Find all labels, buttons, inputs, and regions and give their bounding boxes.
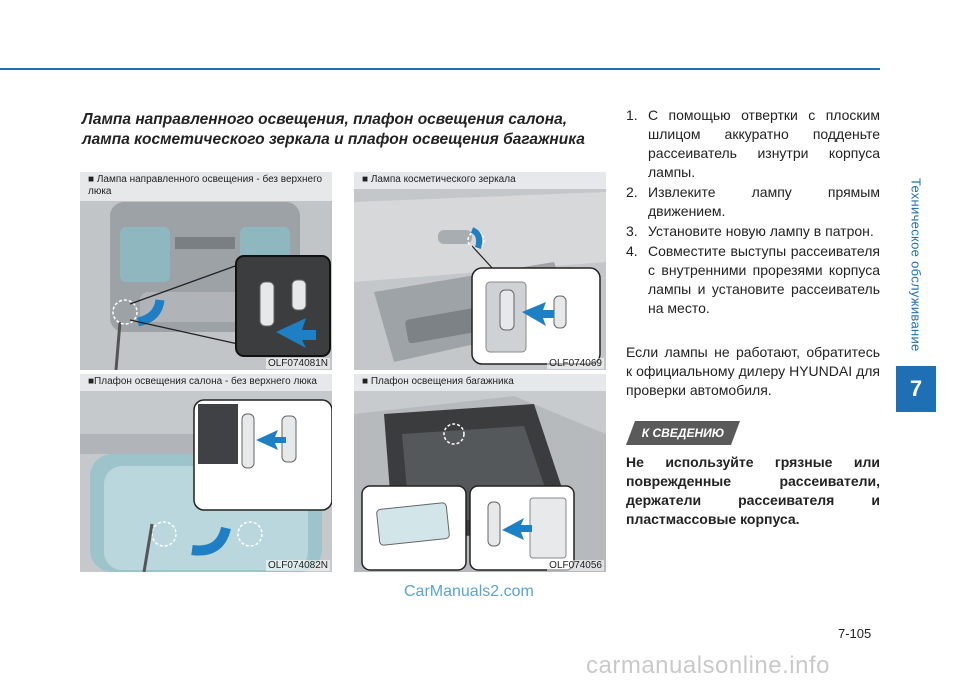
instruction-steps: 1. С помощью отвертки с плоским шлицом а…	[626, 106, 880, 319]
figure-code: OLF074069	[547, 358, 604, 369]
dealer-paragraph: Если лампы не работают, обратитесь к офи…	[626, 344, 880, 398]
watermark-link[interactable]: CarManuals2.com	[404, 583, 534, 600]
notice-text: Не используйте грязные или поврежденные …	[626, 454, 880, 527]
step-item: 2. Извлеките лампу прямым движением.	[626, 183, 880, 221]
footer-watermark: carmanualsonline.info	[586, 652, 830, 679]
figure-code: OLF074056	[547, 560, 604, 571]
vanity-lamp-illustration	[354, 172, 606, 370]
step-item: 4. Совместите выступы рассеивателя с вну…	[626, 242, 880, 318]
step-text: С помощью отвертки с плоским шлицом акку…	[648, 107, 880, 180]
step-number: 4.	[626, 243, 638, 259]
top-rule	[0, 68, 880, 70]
page-number: 7-105	[838, 626, 872, 641]
overhead-lamp-illustration	[80, 172, 332, 370]
figure-room-lamp: ■Плафон освещения салона - без верхнего …	[80, 374, 332, 572]
step-item: 3. Установите новую лампу в патрон.	[626, 222, 880, 241]
figure-caption: ■ Лампа направленного освещения - без ве…	[80, 172, 332, 201]
chapter-side-label: Техническое обслуживание	[908, 178, 924, 352]
step-number: 1.	[626, 107, 638, 123]
trunk-lamp-illustration	[354, 374, 606, 572]
figure-overhead-map-lamp: ■ Лампа направленного освещения - без ве…	[80, 172, 332, 370]
figure-trunk-lamp: ■ Плафон освещения багажника OLF074056	[354, 374, 606, 572]
figure-vanity-mirror-lamp: ■ Лампа косметического зеркала OLF074069	[354, 172, 606, 370]
section-title: Лампа направленного освещения, плафон ос…	[82, 111, 585, 148]
step-number: 3.	[626, 223, 638, 239]
figure-caption: ■Плафон освещения салона - без верхнего …	[80, 374, 332, 391]
step-item: 1. С помощью отвертки с плоским шлицом а…	[626, 106, 880, 182]
step-number: 2.	[626, 184, 638, 200]
step-text: Совместите выступы рассеивателя с внутре…	[648, 243, 880, 316]
figure-caption: ■ Лампа косметического зеркала	[354, 172, 606, 189]
notice-badge: К СВЕДЕНИЮ	[626, 421, 740, 445]
room-lamp-illustration	[80, 374, 332, 572]
figure-code: OLF074082N	[265, 560, 330, 571]
chapter-number-tab: 7	[896, 366, 936, 412]
figure-caption: ■ Плафон освещения багажника	[354, 374, 606, 391]
figure-code: OLF074081N	[265, 358, 330, 369]
step-text: Извлеките лампу прямым движением.	[648, 184, 880, 219]
step-text: Установите новую лампу в патрон.	[648, 223, 874, 239]
